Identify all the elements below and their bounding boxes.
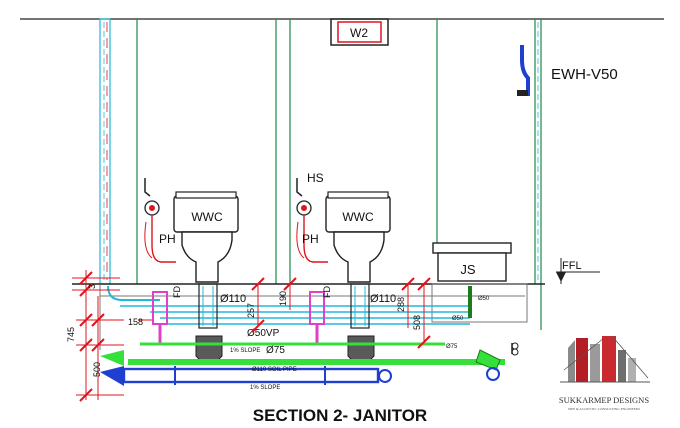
dim-745: 745	[66, 327, 76, 342]
dim-257: 257	[246, 303, 256, 318]
toilet-wwc-1-label: WWC	[191, 210, 223, 224]
logo-tagline: MEP & ACOUSTIC CONSULTING ENGINEERS	[568, 407, 640, 411]
floor-drain-2: FD	[309, 286, 332, 345]
soil-pipe-cleanout	[378, 369, 392, 383]
hand-shower-1: PH	[144, 178, 176, 263]
ffl-marker: FFL	[556, 258, 600, 284]
toilet-wwc-1: WWC	[173, 191, 239, 283]
dim-288: 288	[396, 297, 406, 312]
wc-2-outlet	[350, 283, 370, 329]
sink-plinth	[431, 283, 528, 323]
ewh-pipe	[520, 45, 530, 96]
dimension-ticks	[79, 271, 431, 402]
section-title: SECTION 2- JANITOR	[253, 406, 427, 425]
janitor-sink: JS	[432, 242, 512, 282]
hand-shower-2: PH HS	[296, 171, 328, 263]
green-waste-wye	[475, 349, 501, 371]
ph-1-label: PH	[159, 232, 176, 246]
company-logo	[560, 335, 650, 383]
dim-190: 190	[278, 291, 288, 306]
label-pipe-75-small: Ø75	[446, 344, 458, 350]
label-slope-1: 1% SLOPE	[230, 348, 260, 354]
cleanout-symbol-b	[511, 348, 519, 356]
left-wall	[99, 18, 111, 285]
label-pipe-50-b: Ø50	[452, 316, 464, 322]
window-w2-label: W2	[350, 26, 368, 40]
ph-2-label: PH	[302, 232, 319, 246]
ffl-label: FFL	[562, 260, 582, 272]
fd-2-label: FD	[322, 286, 332, 298]
dim-158: 158	[128, 317, 143, 327]
fd-1-label: FD	[172, 286, 182, 298]
label-soil-pipe: Ø110 SOIL PIPE	[252, 367, 297, 373]
js-label: JS	[460, 262, 476, 277]
logo-name: SUKKARMEP DESIGNS	[559, 395, 649, 405]
hs-label: HS	[307, 171, 324, 185]
cyan-run-upper	[107, 285, 160, 301]
soil-pipe	[122, 367, 380, 384]
dim-3: 3	[87, 284, 97, 289]
cleanout-symbol-a	[511, 342, 519, 350]
soil-pipe-arrow	[100, 366, 124, 386]
label-pipe-110-b: Ø110	[370, 293, 396, 305]
label-pipe-110-a: Ø110	[220, 293, 246, 305]
label-slope-3: 1% SLOPE	[250, 385, 280, 391]
window-w2-tag	[337, 21, 382, 43]
window-w2-frame	[330, 18, 389, 46]
cleanout-1	[486, 367, 500, 381]
ewh-valve	[517, 90, 528, 96]
waste-pipe-arrow	[100, 350, 124, 366]
dimension-set	[72, 270, 425, 400]
dim-508: 508	[412, 315, 422, 330]
toilet-wwc-2: WWC	[325, 191, 391, 283]
dim-500: 500	[92, 362, 102, 377]
ewh-label: EWH-V50	[551, 66, 618, 83]
wc-1-outlet	[198, 283, 218, 329]
toilet-wwc-2-label: WWC	[342, 210, 374, 224]
label-pipe-75: Ø75	[266, 345, 285, 356]
label-pipe-50-a: Ø50	[478, 296, 490, 302]
floor-drain-1: FD	[152, 286, 182, 345]
label-vp: Ø50VP	[247, 328, 280, 339]
